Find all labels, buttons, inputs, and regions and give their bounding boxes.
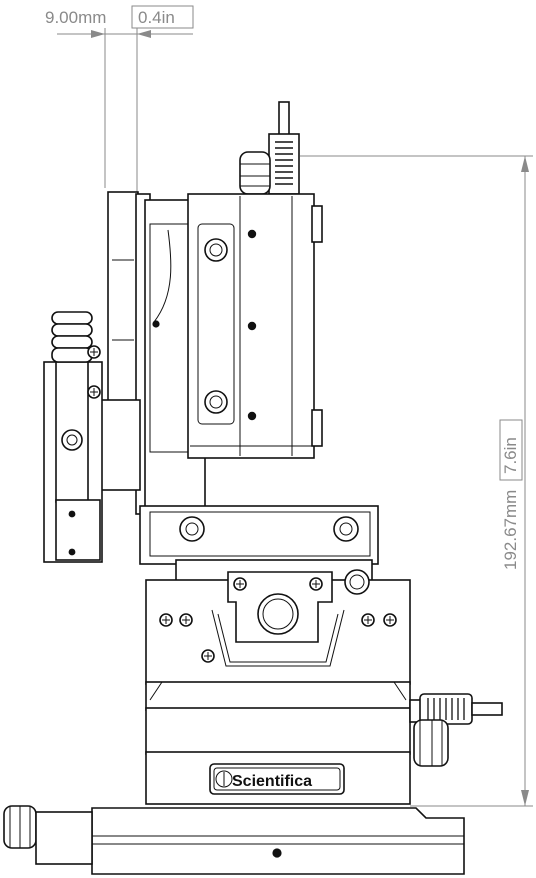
lower-stage: Scientifica bbox=[145, 681, 503, 805]
head-screw-top bbox=[204, 238, 228, 262]
head-screw-bottom bbox=[204, 390, 228, 414]
brand-logo-text: Scientifica bbox=[232, 773, 312, 790]
clamp-plate bbox=[139, 505, 379, 565]
height-in-label: 7.6in bbox=[501, 437, 520, 474]
head-assembly bbox=[107, 191, 323, 515]
width-dimension: 9.00mm 0.4in bbox=[45, 5, 194, 196]
height-dimension: 192.67mm 7.6in bbox=[300, 155, 533, 807]
top-connector bbox=[239, 101, 300, 195]
height-mm-label: 192.67mm bbox=[501, 490, 520, 570]
mid-body bbox=[145, 559, 411, 685]
spring bbox=[51, 311, 93, 363]
width-mm-label: 9.00mm bbox=[45, 8, 106, 27]
base-plate bbox=[3, 805, 465, 875]
brand-logo bbox=[209, 763, 345, 795]
left-slide bbox=[43, 311, 141, 563]
width-in-label: 0.4in bbox=[138, 8, 175, 27]
